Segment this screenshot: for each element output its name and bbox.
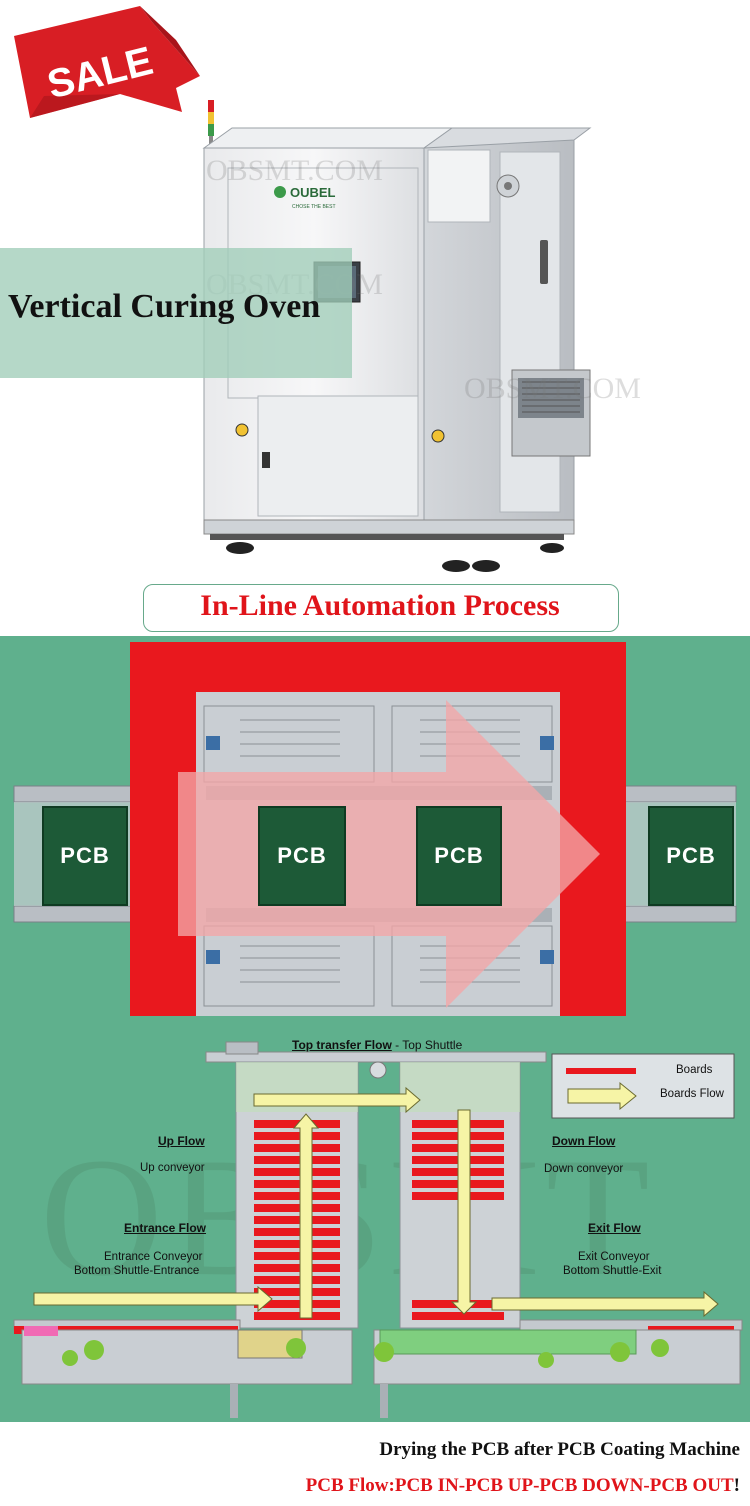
top-transfer-heading: Top transfer Flow — [292, 1038, 392, 1052]
pcb-board: PCB — [416, 806, 502, 906]
sale-badge: SALE — [14, 6, 200, 118]
section-heading: In-Line Automation Process — [200, 589, 560, 622]
pcb-board: PCB — [258, 806, 346, 906]
watermark-text: OBSMT.COM — [206, 154, 383, 187]
curing-oven-illustration: OUBEL CHOSE THE BEST — [202, 100, 592, 572]
caption-line-2-text: PCB Flow:PCB IN-PCB UP-PCB DOWN-PCB OUT — [305, 1475, 734, 1496]
exit-flow-desc: Bottom Shuttle-Exit — [563, 1265, 662, 1277]
hero-section: OUBEL CHOSE THE BEST OBSMT.COM OBSMT.COM… — [0, 0, 750, 580]
board-stack-up — [254, 1120, 340, 1320]
entrance-flow-desc: Entrance Conveyor — [104, 1251, 203, 1263]
inline-process-diagram: PCB PCB PCB PCB — [0, 636, 750, 1030]
flow-arrow — [178, 700, 600, 1008]
page-title: Vertical Curing Oven — [8, 288, 321, 325]
flow-diagram-art — [13, 1041, 743, 1418]
exit-flow-heading: Exit Flow — [588, 1221, 641, 1235]
caption-line-2-end: ! — [733, 1475, 740, 1496]
legend-boards-label: Boards — [676, 1064, 713, 1076]
watermark-text: OBSMT.COM — [464, 372, 641, 405]
up-flow-desc: Up conveyor — [140, 1162, 205, 1174]
caption-line-2: PCB Flow:PCB IN-PCB UP-PCB DOWN-PCB OUT! — [0, 1475, 740, 1497]
caption-line-1: Drying the PCB after PCB Coating Machine — [379, 1439, 740, 1460]
section-heading-pill — [143, 584, 619, 632]
legend-boards-flow-label: Boards Flow — [660, 1088, 724, 1100]
title-overlay — [0, 248, 352, 378]
top-transfer-sub: - Top Shuttle — [391, 1038, 463, 1052]
pcb-board: PCB — [648, 806, 734, 906]
legend — [551, 1053, 735, 1119]
up-flow-heading: Up Flow — [158, 1134, 205, 1148]
pcb-board: PCB — [42, 806, 128, 906]
top-transfer-label: Top transfer Flow - Top Shuttle — [292, 1038, 462, 1052]
oubel-logo: OUBEL CHOSE THE BEST — [274, 185, 336, 210]
board-flow-diagram: OBSMT — [0, 1030, 750, 1422]
exit-flow-desc: Exit Conveyor — [578, 1251, 650, 1263]
entrance-flow-desc: Bottom Shuttle-Entrance — [74, 1265, 200, 1277]
down-flow-heading: Down Flow — [552, 1134, 616, 1148]
down-flow-desc: Down conveyor — [544, 1163, 624, 1175]
svg-text:CHOSE THE BEST: CHOSE THE BEST — [292, 204, 336, 210]
process-diagram-art — [13, 642, 737, 1016]
svg-text:OUBEL: OUBEL — [290, 185, 336, 200]
flow-arrows — [33, 1086, 719, 1319]
entrance-flow-heading: Entrance Flow — [124, 1221, 207, 1235]
